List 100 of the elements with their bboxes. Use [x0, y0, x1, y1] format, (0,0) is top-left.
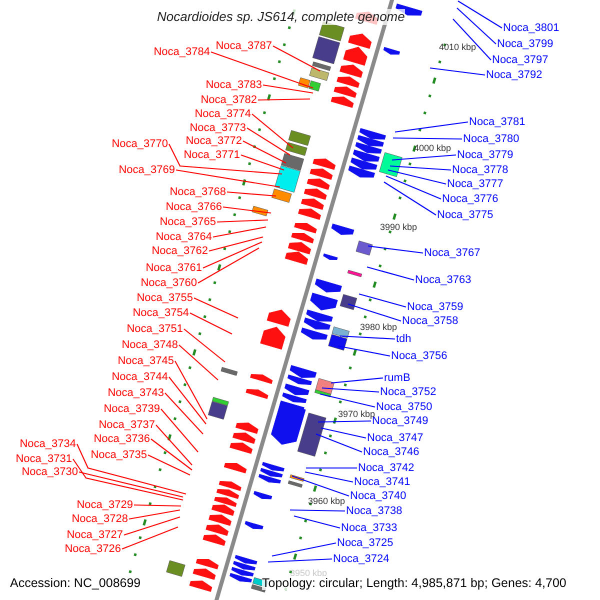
gene-label: Noca_3741	[354, 476, 410, 488]
leader-line	[368, 245, 424, 254]
leader-line	[458, 0, 502, 28]
leader-line	[294, 515, 340, 529]
leader-line	[252, 114, 294, 148]
leader-line	[272, 46, 320, 72]
gene-label: Noca_3774	[194, 108, 251, 120]
leader-line	[222, 206, 272, 214]
gene-label: Noca_3759	[407, 301, 464, 313]
leader-line	[384, 182, 436, 216]
leader-line	[394, 121, 468, 133]
gene-label: Noca_3763	[415, 274, 472, 286]
gene-label: rumB	[384, 372, 410, 384]
leader-line	[338, 345, 390, 357]
leader-line	[176, 169, 280, 188]
gene-label: Noca_3754	[132, 307, 189, 319]
leader-line	[168, 144, 282, 175]
leader-line	[78, 471, 184, 498]
gene-label: Noca_3731	[16, 453, 72, 465]
gene-label: Noca_3752	[380, 386, 436, 398]
kbp-label: 4010 kbp	[439, 42, 476, 52]
gene-label: Noca_3756	[391, 350, 448, 362]
gene-label: Noca_3742	[358, 462, 414, 474]
gene-label: Noca_3730	[22, 466, 78, 478]
gene-label: Noca_3739	[104, 403, 160, 415]
leader-line	[456, 8, 496, 44]
gene-label: Noca_3726	[64, 543, 121, 555]
title: Nocardioides sp. JS614, complete genome	[157, 9, 405, 25]
leader-line	[76, 444, 186, 495]
leader-line	[184, 328, 226, 362]
leader-line	[262, 84, 314, 94]
leader-line	[272, 542, 336, 557]
leader-line	[430, 67, 486, 76]
leader-line	[320, 393, 376, 408]
leader-line	[246, 128, 290, 156]
leader-line	[388, 169, 446, 185]
gene-label: Noca_3777	[447, 178, 504, 190]
leader-line	[124, 516, 180, 536]
leader-line	[340, 335, 396, 340]
leader-line	[318, 420, 372, 423]
leader-line	[190, 312, 232, 334]
gene-label: Noca_3762	[152, 245, 208, 257]
leader-line	[148, 454, 190, 476]
gene-label: Noca_3750	[376, 401, 432, 413]
gene-label: Noca_3746	[363, 446, 420, 458]
leader-line	[160, 408, 198, 452]
leader-line	[366, 266, 414, 281]
gene-label: Noca_3776	[442, 193, 498, 205]
gene-label: Noca_3740	[350, 490, 406, 502]
leader-line	[194, 298, 238, 318]
gene-label: Noca_3779	[457, 149, 514, 161]
gene-label: Noca_3755	[136, 292, 193, 304]
kbp-label: 3990 kbp	[380, 222, 418, 232]
gene-label: Noca_3767	[424, 247, 480, 259]
leader-line	[320, 427, 366, 439]
gene-label: Noca_3743	[108, 387, 164, 399]
gene-label: Noca_3724	[333, 553, 390, 565]
gene-label: Noca_3734	[20, 438, 76, 450]
kbp-label: 3960 kbp	[308, 496, 346, 506]
gene-label: Noca_3745	[118, 355, 174, 367]
leader-line	[392, 154, 456, 161]
gene-label: Noca_3792	[486, 69, 542, 81]
gene-label: Noca_3735	[90, 449, 147, 461]
leader-line	[202, 242, 262, 268]
leader-line	[386, 176, 442, 200]
leader-line	[212, 226, 266, 238]
gene-label: tdh	[396, 333, 412, 345]
leader-line	[122, 526, 178, 550]
gene-label: Noca_3747	[367, 432, 424, 444]
gene-label: Noca_3761	[146, 262, 202, 274]
gene-label: Noca_3768	[170, 186, 226, 198]
leader-line	[316, 433, 362, 453]
gene-label: Noca_3727	[66, 529, 123, 541]
gene-label: Noca_3764	[156, 231, 212, 243]
leader-line	[164, 392, 204, 434]
gene-label: Noca_3775	[437, 209, 494, 221]
gene-label: Noca_3782	[200, 94, 257, 106]
gene-label: Noca_3772	[186, 135, 242, 147]
leader-line	[240, 154, 284, 171]
gene-label: Noca_3738	[346, 505, 402, 517]
leader-line	[216, 219, 268, 223]
gene-label: Noca_3770	[112, 138, 168, 150]
gene-label: Noca_3773	[190, 122, 246, 134]
gene-label: Noca_3748	[122, 339, 178, 351]
leader-line	[128, 509, 180, 520]
gene-label: Noca_3744	[112, 371, 168, 383]
gene-label: Noca_3729	[76, 499, 133, 511]
leader-line	[174, 360, 208, 420]
leader-line	[198, 248, 260, 284]
genome-summary-text: Topology: circular; Length: 4,985,871 bp; Genes: 4,700	[262, 576, 566, 590]
gene-label: Noca_3778	[452, 164, 508, 176]
leader-line	[304, 471, 354, 483]
leader-line	[134, 504, 182, 507]
gene-label: Noca_3780	[463, 133, 520, 145]
gene-label: Noca_3760	[140, 277, 197, 289]
leader-line	[292, 475, 350, 497]
leader-line	[306, 467, 357, 469]
gene-label: Noca_3801	[503, 22, 560, 34]
kbp-label: 3980 kbp	[360, 322, 398, 332]
leader-line	[390, 165, 452, 171]
